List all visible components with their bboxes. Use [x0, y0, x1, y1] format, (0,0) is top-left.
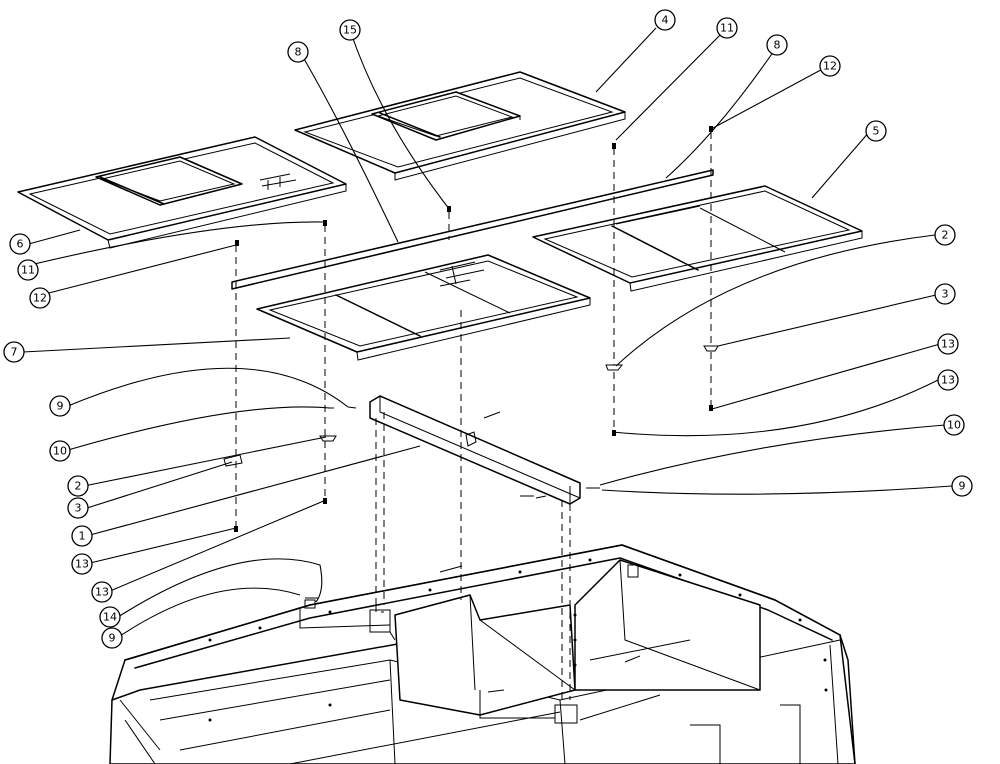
- cross-beam: [369, 395, 581, 505]
- callout-label: 9: [959, 480, 966, 493]
- callout-12: 12: [29, 287, 51, 309]
- callout-13: 13: [71, 553, 93, 575]
- callout-15: 15: [339, 19, 361, 41]
- callout-2: 2: [934, 224, 956, 246]
- callout-label: 8: [774, 39, 781, 52]
- hopper-body: [109, 544, 856, 764]
- callout-label: 11: [720, 22, 734, 35]
- callout-10: 10: [49, 440, 71, 462]
- callout-label: 13: [95, 586, 109, 599]
- callout-label: 8: [295, 46, 302, 59]
- lid-panel-7: [256, 254, 591, 361]
- lid-panel-5: [532, 185, 863, 292]
- callout-4: 4: [654, 9, 676, 31]
- callout-label: 7: [11, 346, 18, 359]
- callout-11: 11: [17, 259, 39, 281]
- callout-label: 13: [941, 338, 955, 351]
- callout-label: 5: [873, 125, 880, 138]
- callout-label: 2: [75, 480, 82, 493]
- callout-label: 12: [33, 292, 47, 305]
- callout-10: 10: [943, 414, 965, 436]
- callout-13: 13: [91, 581, 113, 603]
- callout-13: 13: [937, 333, 959, 355]
- callout-label: 4: [662, 14, 669, 27]
- callout-14: 14: [99, 606, 121, 628]
- callout-3: 3: [934, 283, 956, 305]
- callout-label: 9: [57, 400, 64, 413]
- lid-panel-6: [17, 136, 347, 249]
- callout-3: 3: [67, 497, 89, 519]
- callout-8: 8: [287, 41, 309, 63]
- callout-9: 9: [951, 475, 973, 497]
- callout-label: 13: [75, 558, 89, 571]
- body-bolt-dots: [208, 558, 828, 722]
- callout-label: 6: [17, 238, 24, 251]
- callout-label: 11: [21, 264, 35, 277]
- callout-label: 12: [823, 60, 837, 73]
- lid-panel-4: [294, 71, 626, 181]
- callout-6: 6: [9, 233, 31, 255]
- callout-13: 13: [937, 369, 959, 391]
- callout-label: 3: [942, 288, 949, 301]
- callout-label: 15: [343, 24, 357, 37]
- callout-8: 8: [766, 34, 788, 56]
- callout-label: 10: [53, 445, 67, 458]
- callout-label: 2: [942, 229, 949, 242]
- callout-label: 10: [947, 419, 961, 432]
- callout-12: 12: [819, 55, 841, 77]
- callout-label: 1: [79, 530, 86, 543]
- callout-9: 9: [101, 627, 123, 649]
- callout-1: 1: [71, 525, 93, 547]
- callout-7: 7: [3, 341, 25, 363]
- assembly-lines: [235, 132, 712, 700]
- callout-11: 11: [716, 17, 738, 39]
- callout-9: 9: [49, 395, 71, 417]
- hardware: [223, 126, 719, 609]
- leader-lines: [22, 27, 953, 637]
- callout-5: 5: [865, 120, 887, 142]
- callout-label: 13: [941, 374, 955, 387]
- callout-2: 2: [67, 475, 89, 497]
- long-rail: [231, 169, 714, 290]
- callout-label: 9: [109, 632, 116, 645]
- callout-label: 14: [103, 611, 117, 624]
- callout-label: 3: [75, 502, 82, 515]
